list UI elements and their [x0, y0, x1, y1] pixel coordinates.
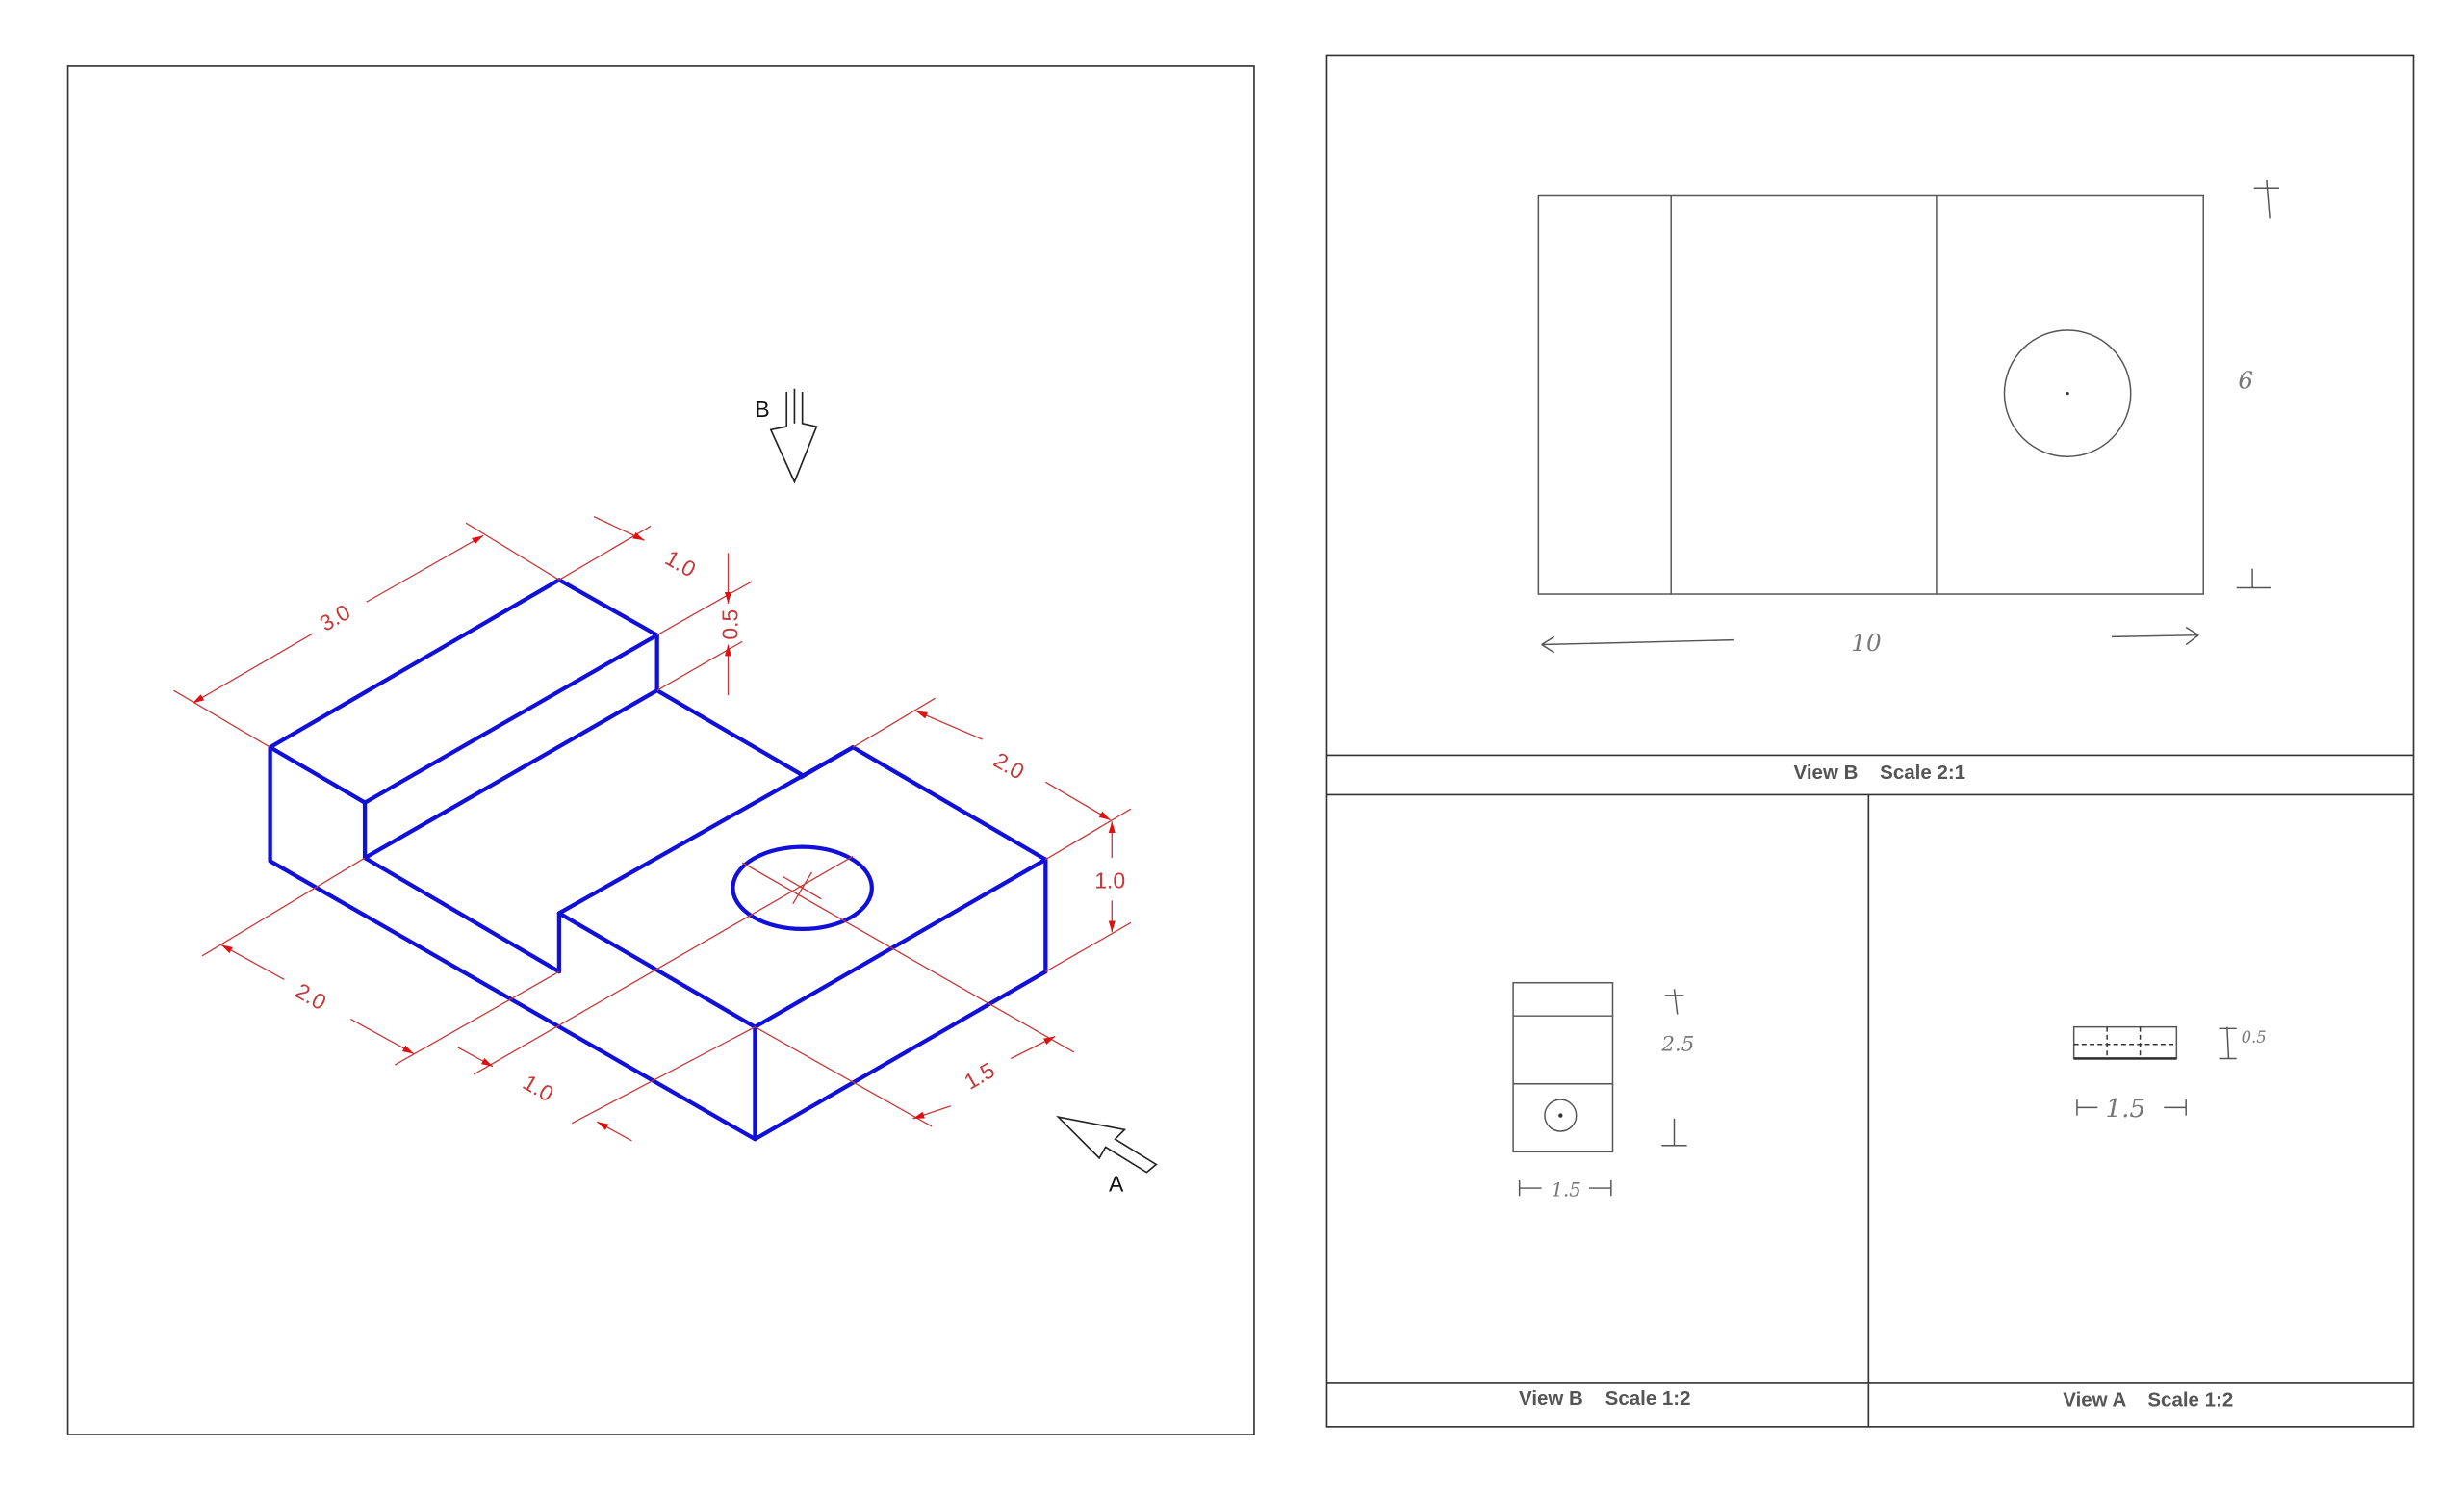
- dim-1-0-height: 1.0: [1094, 867, 1125, 892]
- hole: [731, 844, 874, 932]
- dimension-labels: 3.0 1.0 0.5 2.0 1.0 2.0 1.0 1.5: [292, 545, 1125, 1106]
- dim-1-0-top: 1.0: [661, 545, 701, 582]
- view-b-2-1-height: 6: [2238, 367, 2253, 395]
- view-a-label: A: [1109, 1171, 1124, 1196]
- caption-view-a-1-2: View A Scale 1:2: [2063, 1389, 2233, 1411]
- dim-1-0-bottom: 1.0: [519, 1070, 558, 1106]
- view-a-height: 0.5: [2242, 1028, 2267, 1047]
- caption-view-b-2-1: View B Scale 2:1: [1794, 762, 1966, 784]
- view-b-2-1-sketch: 6 10: [1537, 180, 2279, 657]
- view-a-width: 1.5: [2105, 1095, 2145, 1124]
- view-b-1-2-height: 2.5: [1660, 1032, 1694, 1056]
- view-b-2-1-width: 10: [1851, 629, 1881, 657]
- dim-0-5: 0.5: [717, 609, 742, 640]
- view-a-arrow-icon: [1056, 1115, 1158, 1174]
- dim-3-0: 3.0: [316, 599, 355, 635]
- dim-2-0-left: 2.0: [292, 978, 331, 1015]
- isometric-panel: 3.0 1.0 0.5 2.0 1.0 2.0 1.0 1.5 B A: [66, 65, 1255, 1435]
- view-b-arrow-icon: [769, 388, 818, 484]
- view-b-label: B: [755, 397, 769, 422]
- dim-1-5: 1.5: [960, 1057, 999, 1094]
- view-b-1-2-width: 1.5: [1551, 1178, 1580, 1201]
- isometric-frame: [66, 65, 1255, 1435]
- view-a-1-2-sketch: 0.5 1.5: [2072, 1025, 2267, 1124]
- views-frame: [1325, 54, 2415, 1428]
- view-b-1-2-sketch: 2.5 1.5: [1512, 981, 1694, 1201]
- dim-2-0-right: 2.0: [989, 747, 1029, 784]
- orthographic-panel: 6 10 View B Scale 2:1 2.5 1.5 View B Sca…: [1325, 54, 2415, 1428]
- dimension-lines: [173, 516, 1132, 1142]
- isometric-part: [268, 578, 1048, 1142]
- caption-view-b-1-2: View B Scale 1:2: [1519, 1387, 1691, 1409]
